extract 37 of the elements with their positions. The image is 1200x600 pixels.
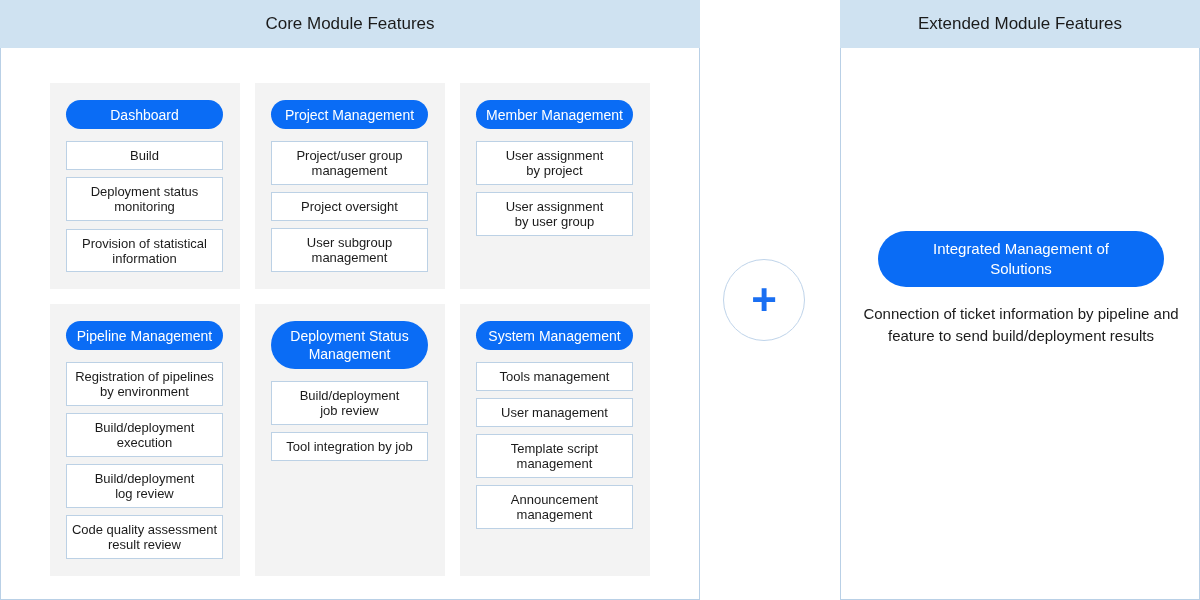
feature-group-panel [50, 304, 240, 576]
category-pill: Deployment Status Management [271, 321, 428, 369]
feature-item: Tools management [476, 362, 633, 391]
feature-group-panel [50, 83, 240, 289]
feature-item: Build [66, 141, 223, 170]
panel-heading: Core Module Features [0, 0, 700, 48]
feature-group-panel [460, 83, 650, 289]
feature-item: Build/deployment job review [271, 381, 428, 425]
feature-item: Tool integration by job [271, 432, 428, 461]
feature-item: Announcement management [476, 485, 633, 529]
feature-item: Code quality assessment result review [66, 515, 223, 559]
feature-item: Registration of pipelines by environment [66, 362, 223, 406]
description-text: Connection of ticket information by pipeline and feature to send build/deployment results [862, 304, 1180, 346]
feature-item: User assignment by user group [476, 192, 633, 236]
feature-item: Build/deployment log review [66, 464, 223, 508]
feature-item: Project/user group management [271, 141, 428, 185]
category-pill: System Management [476, 321, 633, 350]
feature-group-panel [460, 304, 650, 576]
feature-item: User subgroup management [271, 228, 428, 272]
feature-group-panel [255, 304, 445, 576]
category-pill: Member Management [476, 100, 633, 129]
category-pill: Dashboard [66, 100, 223, 129]
module-panel [0, 0, 700, 600]
category-pill: Project Management [271, 100, 428, 129]
feature-item: Template script management [476, 434, 633, 478]
module-panel [840, 0, 1200, 600]
feature-item: Project oversight [271, 192, 428, 221]
category-pill: Integrated Management of Solutions [878, 231, 1164, 287]
feature-item: Provision of statistical information [66, 229, 223, 272]
category-pill: Pipeline Management [66, 321, 223, 350]
feature-item: Deployment status monitoring [66, 177, 223, 221]
feature-item: User assignment by project [476, 141, 633, 185]
plus-sign-circle: + [723, 259, 805, 341]
feature-group-panel [255, 83, 445, 289]
feature-item: Build/deployment execution [66, 413, 223, 457]
feature-item: User management [476, 398, 633, 427]
panel-heading: Extended Module Features [840, 0, 1200, 48]
